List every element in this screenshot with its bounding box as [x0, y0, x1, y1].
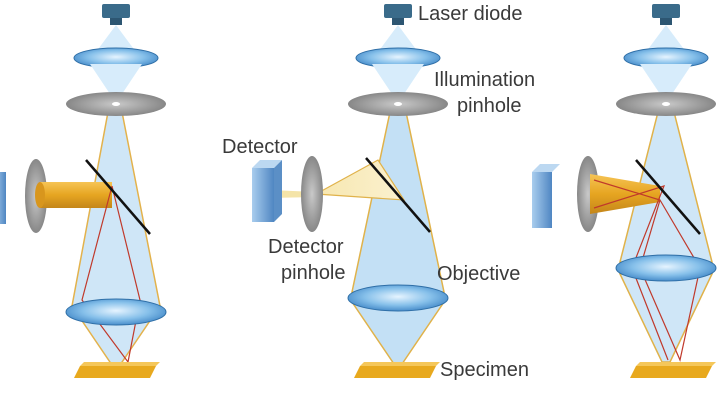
left-laser-diode-neck — [110, 18, 122, 25]
left-pinhole-hole — [112, 102, 120, 106]
left-detector-icon — [0, 172, 6, 224]
right-beam-lower — [618, 273, 714, 363]
center-dichroic-mirror — [365, 157, 431, 233]
right-detector-side — [532, 164, 560, 172]
right-dichroic-mirror — [635, 159, 701, 235]
center-detector-pinhole-disk — [301, 156, 323, 232]
label-detector-pinhole-line1: Detector — [268, 236, 344, 258]
label-laser-diode: Laser diode — [418, 3, 523, 25]
label-illumination-pinhole-line2: pinhole — [457, 95, 522, 117]
right-lens-to-pinhole — [640, 64, 692, 100]
center-pinhole-hole — [394, 102, 402, 106]
center-lens-to-pinhole — [372, 64, 424, 100]
right-objective-lens — [615, 254, 717, 282]
right-laser-cone — [646, 25, 686, 52]
label-detector-pinhole-line2: pinhole — [281, 262, 346, 284]
center-detector-edge — [274, 160, 282, 222]
left-laser-diode-icon — [102, 4, 130, 18]
right-detector-icon — [532, 172, 552, 228]
left-specimen-top — [80, 362, 160, 366]
left-panel — [0, 4, 167, 378]
center-objective-lens — [347, 284, 449, 312]
center-laser-diode-neck — [392, 18, 404, 25]
right-laser-diode-neck — [660, 18, 672, 25]
left-beam-upper — [71, 111, 161, 307]
center-panel — [252, 4, 449, 378]
left-dichroic-mirror — [85, 159, 151, 235]
center-laser-cone — [378, 25, 418, 52]
left-orange-beam — [40, 182, 112, 208]
center-detector-side — [252, 160, 282, 168]
right-specimen-top — [636, 362, 716, 366]
center-detection-cone — [313, 159, 406, 201]
left-lens-to-pinhole — [90, 64, 142, 100]
left-objective-lens — [65, 298, 167, 326]
label-illumination-pinhole-line1: Illumination — [434, 69, 535, 91]
center-specimen-top — [360, 362, 440, 366]
center-detector-icon — [252, 168, 274, 222]
right-laser-diode-icon — [652, 4, 680, 18]
right-specimen — [630, 366, 712, 378]
left-orange-beam-cap — [35, 182, 45, 208]
right-pinhole-hole — [662, 102, 670, 106]
center-laser-diode-icon — [384, 4, 412, 18]
right-red-ray-b — [593, 185, 669, 361]
center-specimen — [354, 366, 436, 378]
label-specimen: Specimen — [440, 359, 529, 381]
left-laser-cone — [96, 25, 136, 52]
right-panel — [532, 4, 717, 378]
left-specimen — [74, 366, 156, 378]
label-objective: Objective — [437, 263, 520, 285]
label-detector: Detector — [222, 136, 298, 158]
center-beam-upper — [351, 111, 445, 293]
